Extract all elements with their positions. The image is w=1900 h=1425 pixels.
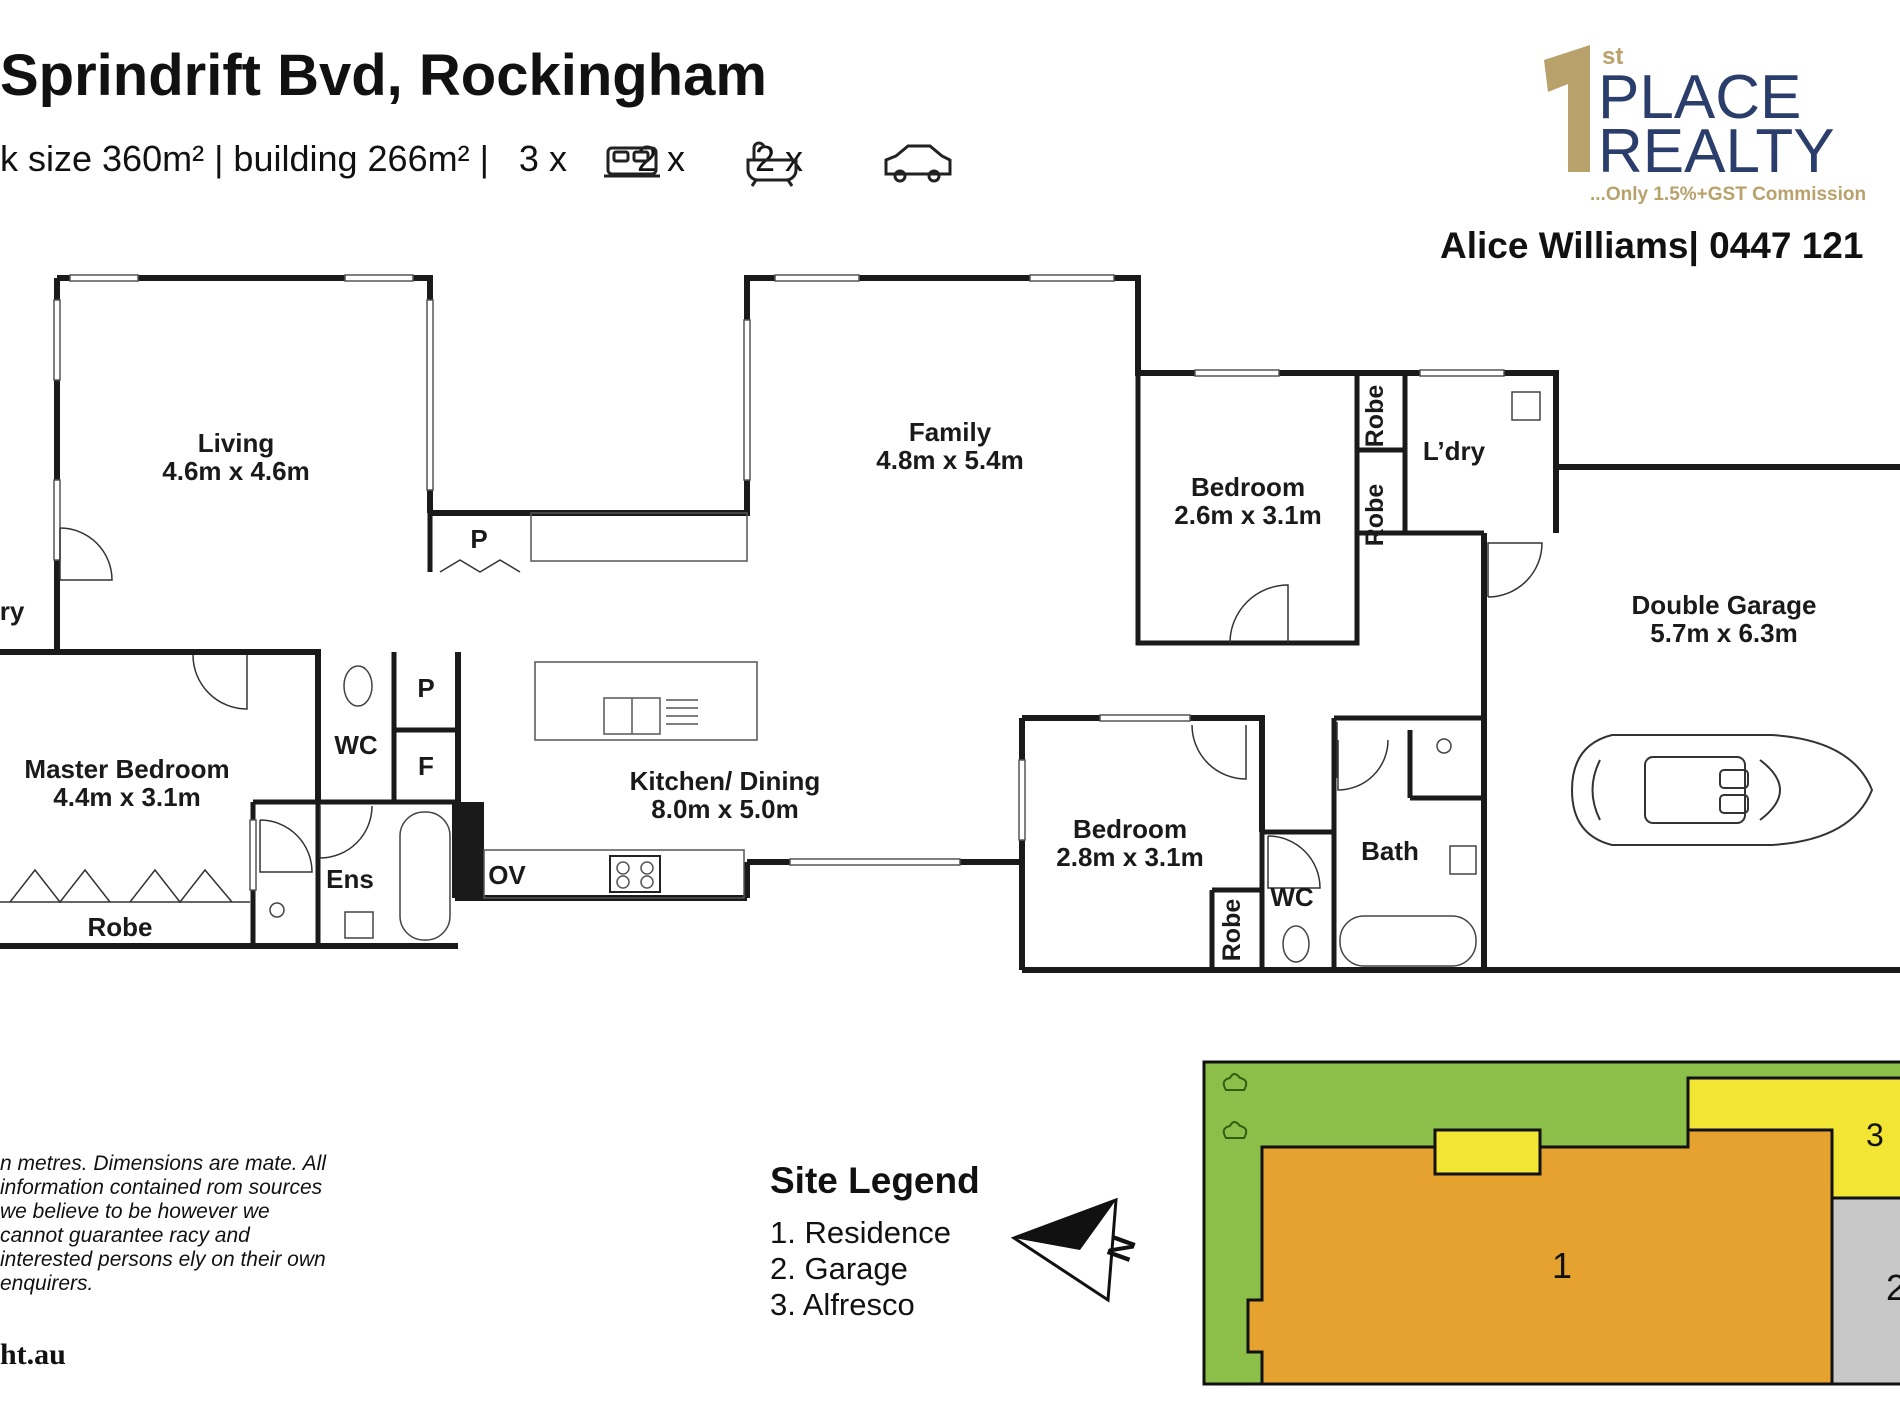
website-text: ht.au — [0, 1338, 66, 1371]
room-garage-name: Double Garage — [1632, 590, 1817, 620]
brand-logo: st PLACE REALTY ...Only 1.5%+GST Commiss… — [1544, 43, 1866, 205]
room-oven: OV — [488, 860, 526, 890]
exterior-walls — [0, 275, 1900, 973]
property-address-title: Sprindrift Bvd, Rockingham — [0, 43, 767, 108]
car-outline — [1570, 734, 1874, 846]
logo-place: PLACE — [1598, 63, 1801, 132]
specs-text: k size 360m² | building 266m² | 3 x 2 x … — [0, 138, 804, 179]
room-kitchen-dims: 8.0m x 5.0m — [651, 794, 798, 824]
car-icon — [884, 144, 952, 183]
room-bedroom-b-name: Bedroom — [1073, 814, 1187, 844]
site-garage — [1830, 1196, 1900, 1386]
room-fridge: F — [418, 751, 434, 781]
room-ensuite: Ens — [326, 864, 374, 894]
room-entry-fragment: ry — [0, 596, 25, 626]
room-pantry-kitchen: P — [417, 673, 434, 703]
site-label-alfresco: 3 — [1866, 1117, 1884, 1153]
room-garage-dims: 5.7m x 6.3m — [1650, 618, 1797, 648]
room-robe-bedroom-a-2: Robe — [1361, 484, 1389, 547]
room-bedroom-a-name: Bedroom — [1191, 472, 1305, 502]
room-bedroom-a-dims: 2.6m x 3.1m — [1174, 500, 1321, 530]
legend-item-residence: 1. Residence — [770, 1215, 951, 1250]
room-wc-bath: WC — [1270, 882, 1314, 912]
site-plan: 1 2 3 — [1202, 1060, 1900, 1386]
kitchen-fixtures — [483, 512, 758, 899]
room-living-dims: 4.6m x 4.6m — [162, 456, 309, 486]
room-labels: Living 4.6m x 4.6m Family 4.8m x 5.4m Be… — [0, 385, 1816, 962]
site-alfresco-small — [1433, 1128, 1542, 1176]
room-bath: Bath — [1361, 836, 1419, 866]
property-specs: k size 360m² | building 266m² | 3 x 2 x … — [0, 138, 803, 180]
room-living-name: Living — [198, 428, 275, 458]
legend-item-garage: 2. Garage — [770, 1251, 908, 1286]
logo-superscript: st — [1602, 43, 1623, 70]
hob-wall-block — [452, 802, 484, 898]
north-arrow-icon: N — [1010, 1197, 1144, 1303]
room-kitchen-name: Kitchen/ Dining — [630, 766, 821, 796]
robe-bifold-doors — [0, 559, 521, 904]
room-family-name: Family — [909, 417, 992, 447]
agent-contact: Alice Williams| 0447 121 — [1440, 225, 1864, 266]
disclaimer-text: n metres. Dimensions are mate. All infor… — [0, 1152, 327, 1295]
bathtub-icon — [746, 141, 798, 187]
site-label-garage: 2 — [1886, 1267, 1900, 1308]
site-legend-title: Site Legend — [770, 1160, 980, 1201]
logo-realty: REALTY — [1598, 117, 1835, 186]
room-robe-master: Robe — [88, 912, 153, 942]
room-master-dims: 4.4m x 3.1m — [53, 782, 200, 812]
bathroom-fixtures — [269, 391, 1541, 967]
tree-icon — [1222, 1073, 1248, 1139]
site-label-residence: 1 — [1552, 1245, 1572, 1286]
logo-tagline: ...Only 1.5%+GST Commission — [1590, 184, 1866, 205]
logo-numeral-shape — [1544, 45, 1590, 172]
room-family-dims: 4.8m x 5.4m — [876, 445, 1023, 475]
room-laundry: L’dry — [1423, 436, 1486, 466]
legend-item-alfresco: 3. Alfresco — [770, 1287, 915, 1322]
room-pantry-living: P — [470, 524, 487, 554]
room-bedroom-b-dims: 2.8m x 3.1m — [1056, 842, 1203, 872]
north-label: N — [1100, 1231, 1144, 1267]
windows — [53, 274, 1505, 891]
interior-walls — [250, 373, 1484, 970]
room-wc-ensuite: WC — [334, 730, 378, 760]
door-swings — [59, 527, 1543, 889]
bed-icon — [604, 146, 660, 178]
room-master-name: Master Bedroom — [24, 754, 229, 784]
room-robe-bedroom-b: Robe — [1218, 899, 1246, 962]
room-robe-bedroom-a-1: Robe — [1361, 385, 1389, 448]
